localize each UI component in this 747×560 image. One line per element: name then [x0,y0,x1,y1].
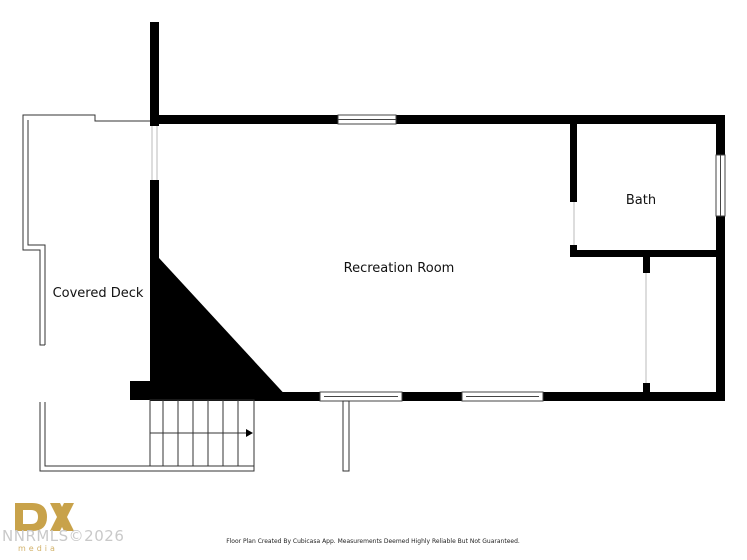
label-recreation-room: Recreation Room [344,261,455,276]
dx-logo [15,503,74,531]
watermark-sub: media [18,544,58,553]
stair-arrow-icon [246,429,253,437]
door-openings [151,126,647,383]
stair-void [150,258,290,400]
window-top [337,114,397,125]
window-bath [715,154,726,217]
window-bottom-left [319,391,403,402]
watermark-text: NNRMLS©2026 [2,527,124,545]
footer-note: Floor Plan Created By Cubicasa App. Meas… [226,538,520,545]
deck-post [342,400,350,472]
label-bath: Bath [626,193,656,208]
interior-walls [570,120,725,398]
label-covered-deck: Covered Deck [53,286,144,301]
window-bottom-right [461,391,544,402]
stairs [149,399,255,467]
